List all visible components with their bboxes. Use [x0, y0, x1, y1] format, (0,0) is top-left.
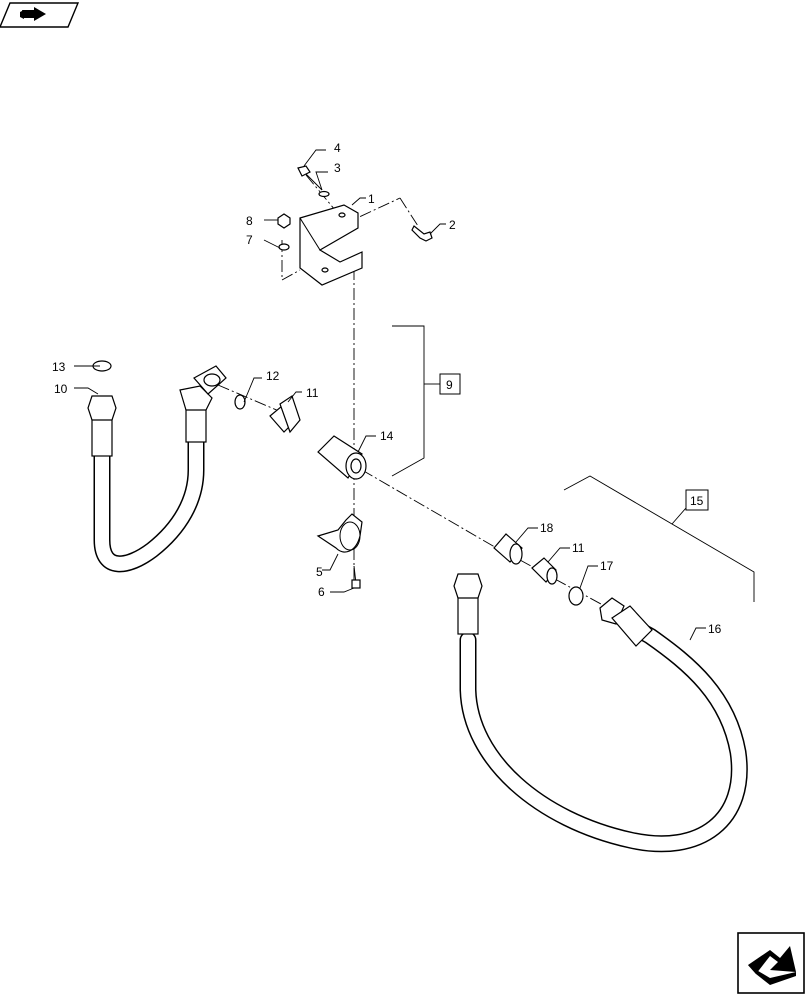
callout-11-lower: 11: [572, 541, 585, 555]
callout-7: 7: [246, 233, 253, 247]
callout-5: 5: [316, 565, 323, 579]
callout-6: 6: [318, 585, 325, 599]
callout-10: 10: [54, 382, 68, 396]
clamp-part-5: [316, 513, 363, 553]
center-lines: [217, 174, 613, 611]
screw-part-6: [351, 565, 361, 589]
washer-part-3: [318, 190, 330, 198]
assembly-15-bracket: [563, 475, 755, 602]
callout-17: 17: [600, 559, 614, 573]
adapter-part-11-upper: [269, 395, 301, 434]
leader-lines: [74, 149, 706, 641]
callout-8: 8: [246, 214, 253, 228]
callout-4: 4: [334, 141, 341, 155]
next-page-arrow-icon[interactable]: [737, 932, 805, 994]
callout-1: 1: [368, 192, 375, 206]
callout-12: 12: [266, 369, 280, 383]
callout-13: 13: [52, 360, 66, 374]
hose-part-10: [87, 365, 227, 573]
coupler-part-18: [493, 533, 523, 565]
adapter-part-11-lower: [531, 557, 558, 585]
callout-14: 14: [380, 429, 394, 443]
bracket-part-1: [299, 204, 363, 286]
o-ring-part-17: [568, 586, 584, 606]
bolt-part-2: [411, 225, 433, 242]
assembly-ref-9[interactable]: 9: [446, 378, 453, 392]
callout-18: 18: [540, 521, 554, 535]
callout-2: 2: [449, 218, 456, 232]
callout-3: 3: [334, 161, 341, 175]
hose-part-16: [453, 573, 748, 853]
callout-11-upper: 11: [306, 386, 319, 400]
nut-part-8: [277, 213, 291, 229]
assembly-ref-15[interactable]: 15: [690, 494, 704, 508]
previous-page-arrow-icon[interactable]: [0, 2, 80, 28]
o-ring-part-12: [234, 394, 246, 410]
bolt-part-4: [297, 165, 323, 191]
callout-16: 16: [708, 622, 722, 636]
assembly-9-bracket: [391, 325, 461, 477]
washer-part-7: [278, 243, 290, 251]
coupler-part-14: [317, 435, 367, 480]
